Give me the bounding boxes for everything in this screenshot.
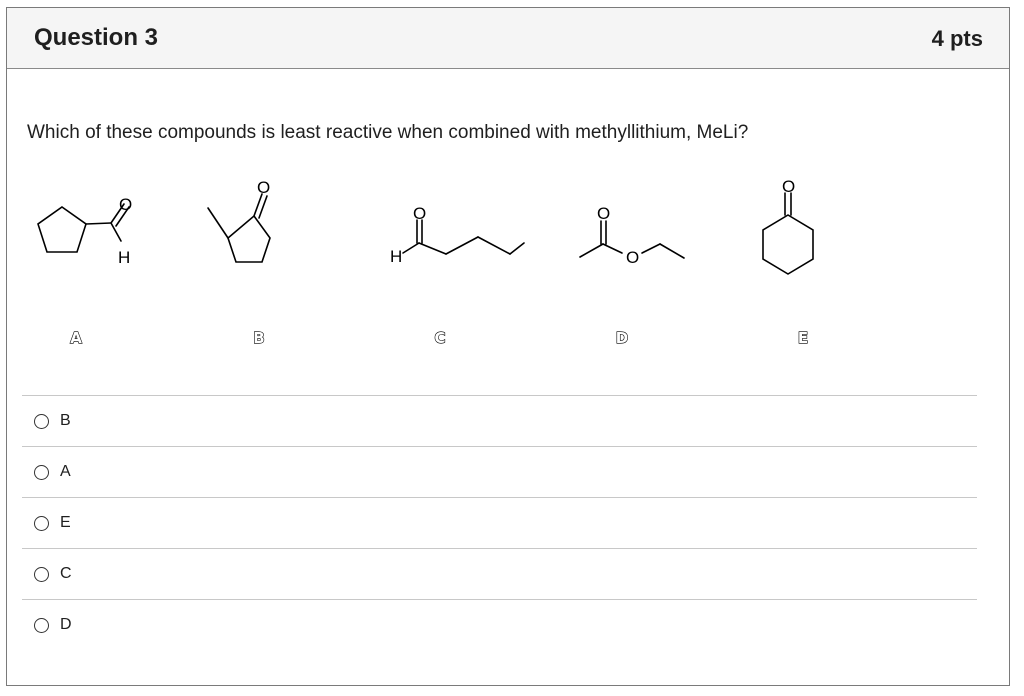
structure-d [579, 220, 685, 259]
chemical-structures: O H O O H O O O A B C D E [37, 177, 814, 348]
answer-label: E [60, 514, 71, 531]
structure-b-label: B [253, 329, 264, 347]
structure-e-label: E [798, 329, 808, 347]
answer-label: C [60, 565, 72, 582]
structure-d-carbonyl-oxygen-label: O [597, 204, 610, 223]
answer-option-a[interactable]: A [22, 446, 977, 497]
structure-b [207, 193, 271, 263]
question-prompt: Which of these compounds is least reacti… [27, 122, 749, 143]
answer-option-e[interactable]: E [22, 497, 977, 548]
answer-option-c[interactable]: C [22, 548, 977, 599]
question-title: Question 3 [34, 24, 159, 51]
structure-e [762, 192, 814, 275]
radio-button[interactable] [34, 617, 49, 633]
structure-a [37, 203, 130, 253]
answer-option-b[interactable]: B [22, 395, 977, 446]
structure-c-oxygen-label: O [413, 204, 426, 223]
question-points: 4 pts [931, 26, 983, 51]
answer-choices: B A E C D [22, 395, 977, 650]
structure-c-label: C [434, 329, 445, 347]
structure-e-oxygen-label: O [782, 177, 795, 196]
structure-c-hydrogen-label: H [390, 247, 402, 266]
answer-label: D [60, 616, 72, 633]
answer-label: A [60, 463, 71, 480]
radio-button[interactable] [34, 413, 49, 429]
structure-d-label: D [616, 329, 628, 347]
structure-a-hydrogen-label: H [118, 248, 130, 267]
structure-c [402, 219, 525, 255]
structure-a-label: A [70, 329, 82, 347]
quiz-question-card: Question 3 4 pts [6, 7, 1010, 686]
structure-d-ester-oxygen-label: O [626, 248, 639, 267]
structure-b-oxygen-label: O [257, 178, 270, 197]
radio-button[interactable] [34, 515, 49, 531]
answer-label: B [60, 412, 71, 429]
radio-button[interactable] [34, 464, 49, 480]
structure-a-oxygen-label: O [119, 195, 132, 214]
answer-option-d[interactable]: D [22, 599, 977, 650]
question-header: Question 3 4 pts [7, 8, 1009, 69]
radio-button[interactable] [34, 566, 49, 582]
